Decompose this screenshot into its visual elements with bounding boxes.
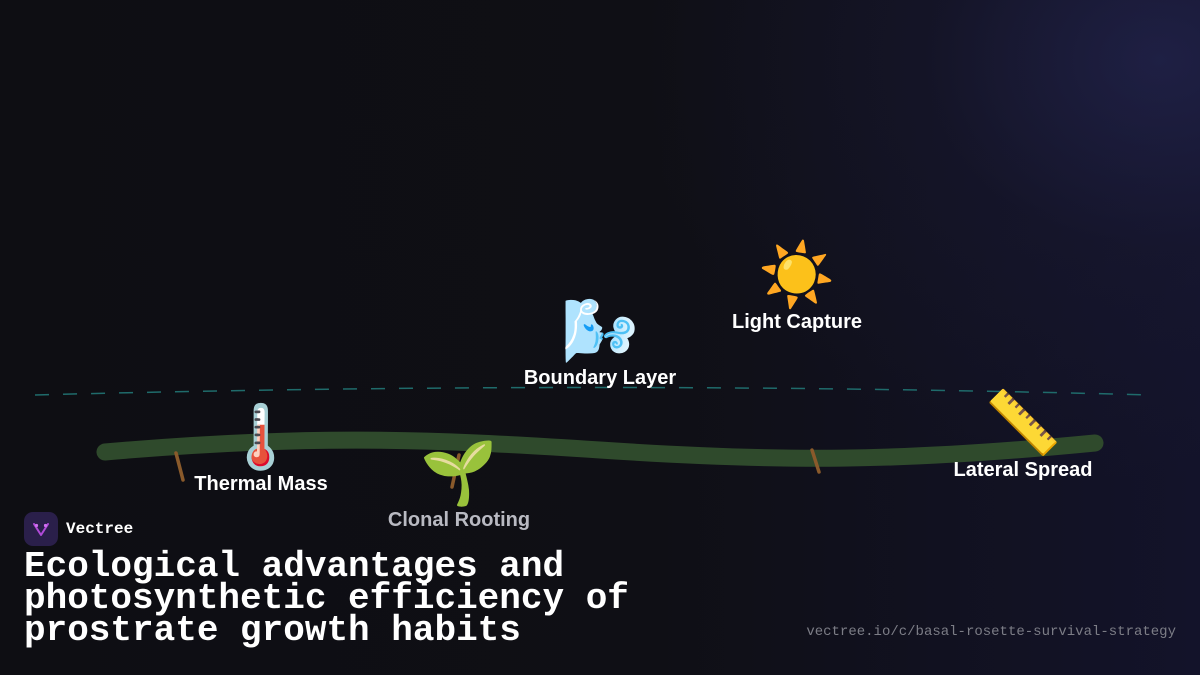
feature-lateral-spread: 📏 Lateral Spread (954, 388, 1093, 482)
sun-icon: ☀️ (758, 238, 836, 311)
prostrate-stem (96, 431, 1104, 467)
vectree-logo-icon (24, 512, 58, 546)
feature-label: Boundary Layer (523, 367, 677, 389)
page-url[interactable]: vectree.io/c/basal-rosette-survival-stra… (806, 624, 1176, 640)
feature-light-capture: ☀️ Light Capture (732, 240, 862, 334)
root-1 (174, 451, 185, 482)
root-3 (810, 448, 821, 474)
page-title: Ecological advantages and photosynthetic… (24, 546, 629, 651)
feature-label: Clonal Rooting (387, 509, 531, 531)
feature-boundary-layer: 🌬️ Boundary Layer (524, 296, 676, 390)
feature-clonal-rooting: 🌱 Clonal Rooting (388, 438, 530, 532)
seedling-icon: 🌱 (420, 436, 498, 509)
feature-thermal-mass: 🌡️ Thermal Mass (194, 402, 327, 496)
brand-name: Vectree (66, 520, 134, 538)
brand[interactable]: Vectree (24, 512, 133, 546)
feature-label: Thermal Mass (194, 473, 328, 495)
root-2 (450, 453, 461, 489)
ruler-icon: 📏 (984, 386, 1062, 459)
feature-label: Light Capture (732, 311, 862, 333)
thermometer-icon: 🌡️ (222, 400, 300, 473)
ground-line (34, 386, 1151, 396)
feature-label: Lateral Spread (953, 459, 1093, 481)
wind-face-icon: 🌬️ (561, 294, 639, 367)
